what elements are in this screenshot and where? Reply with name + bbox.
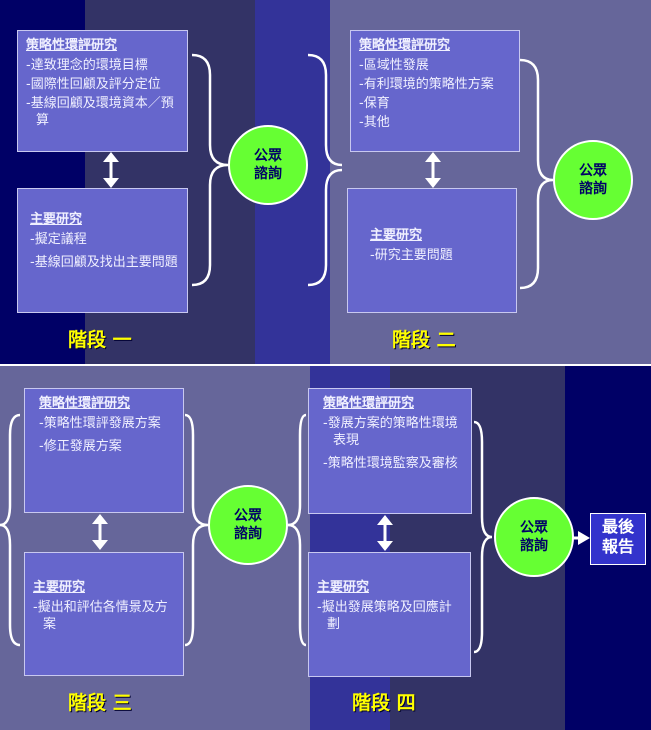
list-item: -區域性發展 [359,58,429,73]
list-item: -有利環境的策略性方案 [359,77,494,92]
list-item: -擬出發展策略及回應計劃 [317,600,452,632]
brace [287,523,307,647]
brace [191,53,229,287]
stage4-strategic-box: 策略性環評研究 -發展方案的策略性環境表現 -策略性環境監察及審核 [308,388,472,514]
final-report-box: 最後報告 [590,513,646,565]
list-item: -發展方案的策略性環境表現 [323,416,458,448]
list-item: -基線回顧及找出主要問題 [30,255,178,270]
box-title: 策略性環評研究 [323,396,415,411]
list-item: -國際性回顧及評分定位 [26,77,161,92]
stage-label: 階段 三 [68,692,132,714]
double-arrow-icon [425,152,441,188]
public-consultation-circle: 公眾諮詢 [228,125,308,205]
stage4-main-box: 主要研究 -擬出發展策略及回應計劃 [308,552,471,677]
public-consultation-circle: 公眾諮詢 [208,485,288,565]
box-title: 策略性環評研究 [359,38,451,53]
list-item: -基線回顧及環境資本／預算 [26,96,174,128]
double-arrow-icon [92,514,108,550]
list-item: -保育 [359,96,390,111]
list-item: -達致理念的環境目標 [26,58,148,73]
brace [519,58,554,290]
box-title: 主要研究 [30,212,83,227]
stage-label: 階段 四 [352,692,416,714]
brace [307,168,343,287]
stage2-main-box: 主要研究 -研究主要問題 [347,188,517,313]
box-title: 主要研究 [370,228,423,243]
box-title: 主要研究 [317,580,370,595]
stage-label: 階段 二 [392,329,456,351]
divider [0,364,651,366]
stage-label: 階段 一 [68,329,132,351]
brace [184,413,209,647]
list-item: -策略性環境監察及審核 [323,456,458,471]
stage3-main-box: 主要研究 -擬出和評估各情景及方案 [24,552,184,676]
double-arrow-icon [103,152,119,188]
box-title: 策略性環評研究 [26,38,118,53]
list-item: -策略性環評發展方案 [39,416,161,431]
list-item: -擬定議程 [30,232,87,247]
stage1-strategic-box: 策略性環評研究 -達致理念的環境目標 -國際性回顧及評分定位 -基線回顧及環境資… [17,30,188,152]
list-item: -研究主要問題 [370,248,453,263]
list-item: -擬出和評估各情景及方案 [33,600,168,632]
arrow-right-icon [578,531,590,545]
public-consultation-circle: 公眾諮詢 [553,140,633,220]
brace [287,413,307,527]
box-title: 主要研究 [33,580,86,595]
box-title: 策略性環評研究 [39,396,131,411]
stage1-main-box: 主要研究 -擬定議程 -基線回顧及找出主要問題 [17,188,188,313]
list-item: -修正發展方案 [39,439,122,454]
public-consultation-circle: 公眾諮詢 [494,497,574,577]
brace [0,413,21,647]
stage2-strategic-box: 策略性環評研究 -區域性發展 -有利環境的策略性方案 -保育 -其他 [350,30,520,152]
double-arrow-icon [377,515,393,551]
stage3-strategic-box: 策略性環評研究 -策略性環評發展方案 -修正發展方案 [24,388,184,513]
brace [473,420,493,654]
brace [307,53,343,167]
list-item: -其他 [359,115,390,130]
